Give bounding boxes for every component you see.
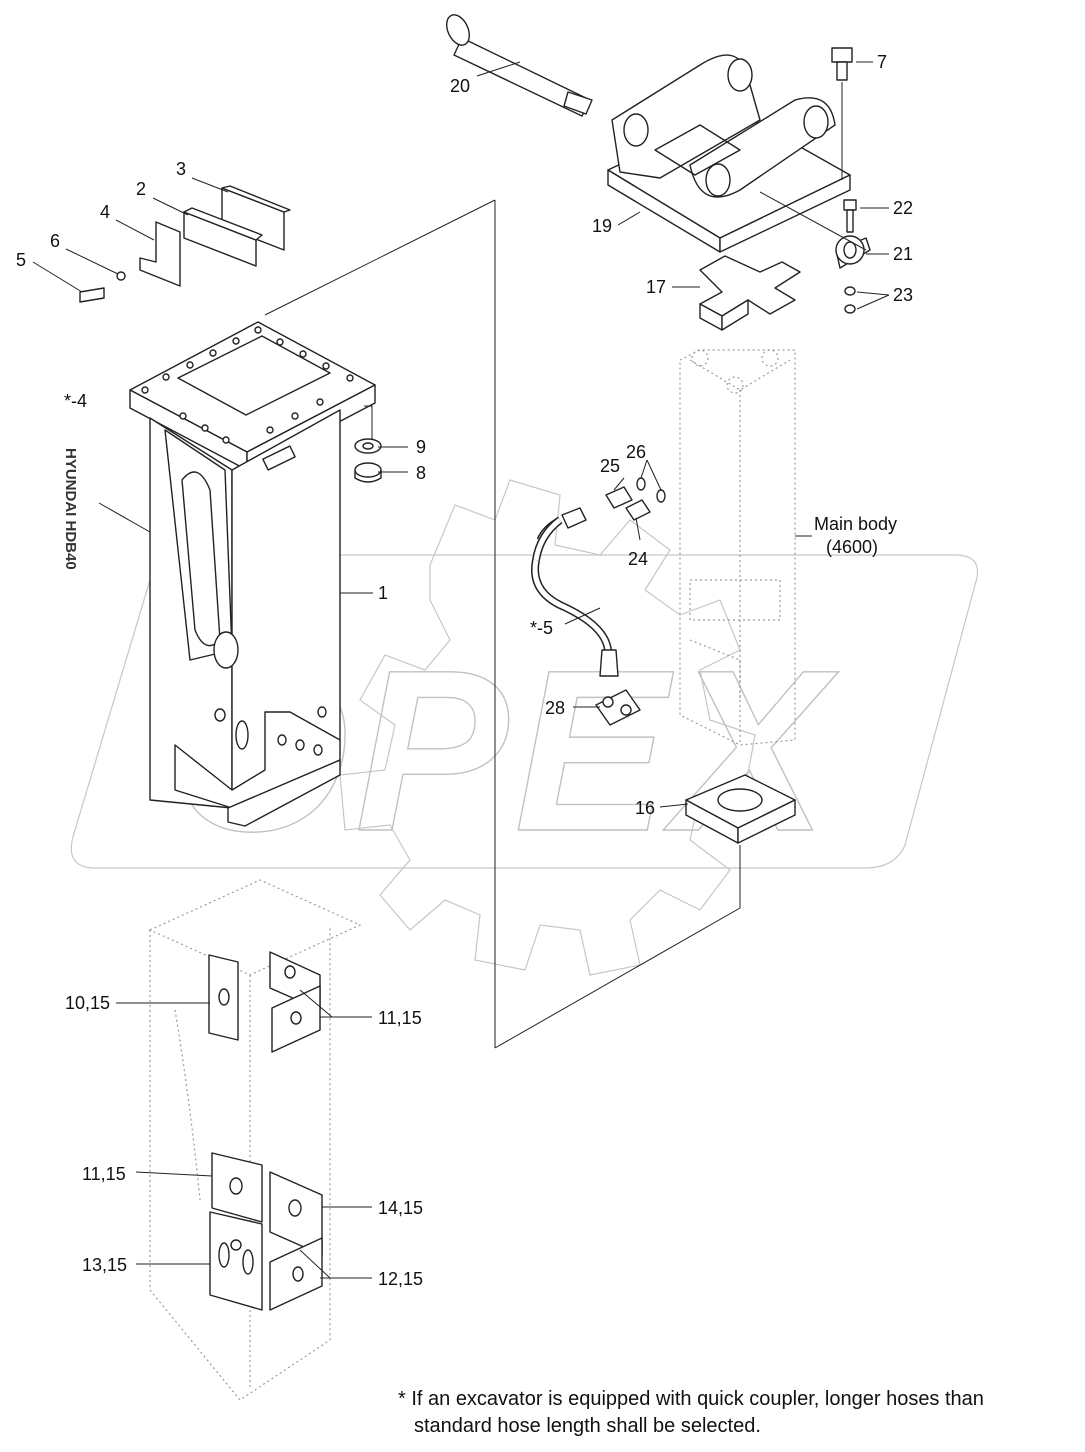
parts-7-21-22-23 <box>831 47 871 314</box>
parts-2-6 <box>79 185 291 303</box>
label-6: 6 <box>50 231 60 251</box>
label-22: 22 <box>893 198 913 218</box>
label-5: 5 <box>16 250 26 270</box>
label-2: 2 <box>136 179 146 199</box>
label-16: 16 <box>635 798 655 818</box>
decal-text: HYUNDAI HDB40 <box>62 448 79 570</box>
bracket-housing <box>129 321 376 827</box>
main-body-ghost <box>679 349 796 746</box>
label-ref5: *-5 <box>530 618 553 638</box>
label-10-15: 10,15 <box>65 993 110 1013</box>
label-main-body-1: Main body <box>814 514 897 534</box>
label-13-15: 13,15 <box>82 1255 127 1275</box>
footnote-line-2: standard hose length shall be selected. <box>414 1415 761 1437</box>
label-8: 8 <box>416 463 426 483</box>
parts-8-9 <box>354 438 382 483</box>
label-24: 24 <box>628 549 648 569</box>
decal-hyundai: HYUNDAI HDB40 <box>62 448 79 570</box>
footnote: * If an excavator is equipped with quick… <box>398 1386 1078 1440</box>
part-labels: 3 2 4 6 5 *-4 1 9 8 20 7 19 22 21 17 23 … <box>16 52 913 1289</box>
hose-assembly <box>531 477 666 726</box>
label-20: 20 <box>450 76 470 96</box>
label-14-15: 14,15 <box>378 1198 423 1218</box>
label-7: 7 <box>877 52 887 72</box>
label-26: 26 <box>626 442 646 462</box>
label-11-15-a: 11,15 <box>378 1008 422 1028</box>
label-4: 4 <box>100 202 110 222</box>
label-21: 21 <box>893 244 913 264</box>
lower-ghost-housing <box>148 879 362 1401</box>
label-9: 9 <box>416 437 426 457</box>
label-11-15-b: 11,15 <box>82 1164 126 1184</box>
pin-20 <box>445 14 593 117</box>
label-main-body-2: (4600) <box>826 537 878 557</box>
leader-lines <box>32 61 890 1279</box>
label-3: 3 <box>176 159 186 179</box>
label-1: 1 <box>378 583 388 603</box>
label-25: 25 <box>600 456 620 476</box>
footnote-line-1: * If an excavator is equipped with quick… <box>398 1388 984 1410</box>
assembly-frame <box>264 199 741 1049</box>
label-ref4: *-4 <box>64 391 87 411</box>
label-19: 19 <box>592 216 612 236</box>
buffer-17 <box>699 255 801 331</box>
label-12-15: 12,15 <box>378 1269 423 1289</box>
label-17: 17 <box>646 277 666 297</box>
wear-plates <box>208 951 323 1311</box>
label-28: 28 <box>545 698 565 718</box>
label-23: 23 <box>893 285 913 305</box>
plate-16 <box>685 774 796 844</box>
top-cap-19 <box>607 54 851 253</box>
